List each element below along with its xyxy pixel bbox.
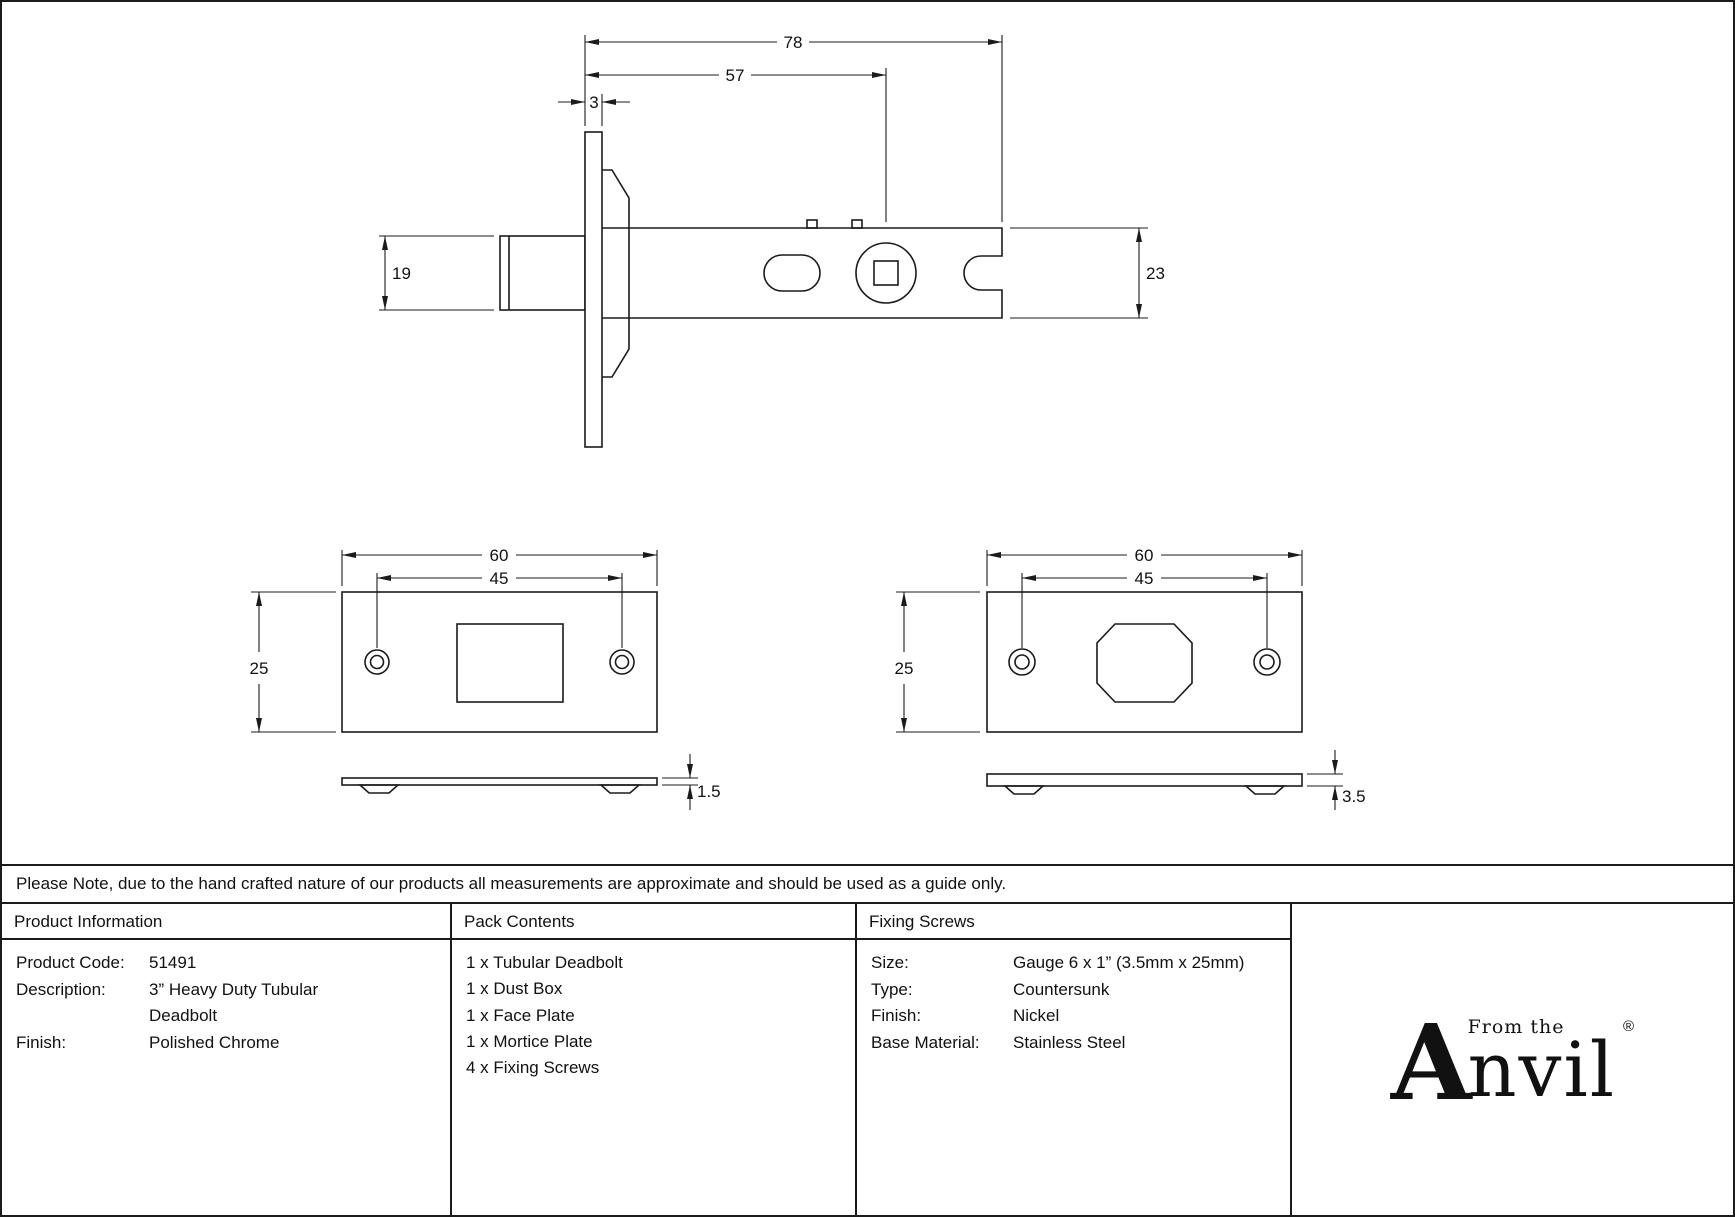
description-row-continued: Deadbolt	[16, 1003, 436, 1030]
dim-faceplate-thickness: 3	[589, 93, 598, 112]
measurement-disclaimer-bar: Please Note, due to the hand crafted nat…	[2, 864, 1733, 902]
logo-text-stack: From the nvil	[1467, 1016, 1617, 1115]
face-plate-screw-hole-left	[364, 649, 390, 675]
dim-case-height: 23	[1146, 264, 1165, 283]
mortice-plate-opening	[1096, 623, 1193, 703]
pack-item: 1 x Tubular Deadbolt	[466, 953, 623, 972]
screw-size-row: Size: Gauge 6 x 1” (3.5mm x 25mm)	[871, 950, 1276, 977]
description-value-line1: 3” Heavy Duty Tubular	[149, 979, 319, 999]
screw-finish-row: Finish: Nickel	[871, 1003, 1276, 1030]
mortice-plate-outline	[986, 591, 1303, 733]
bolt-shape	[499, 235, 586, 311]
obround-slot	[763, 254, 821, 292]
logo-wordmark: nvil	[1467, 1025, 1617, 1115]
product-information-body: Product Code: 51491 Description: 3” Heav…	[2, 940, 450, 1066]
mortice-plate-profile-bar	[986, 773, 1303, 787]
case-tab-left	[806, 219, 818, 229]
latch-case-outline	[602, 227, 1003, 319]
dim-mortice-plate-height: 25	[895, 659, 914, 678]
screw-type-label: Type:	[871, 979, 913, 999]
product-information-header: Product Information	[2, 904, 450, 940]
product-code-label: Product Code:	[16, 953, 125, 972]
fixing-screws-body: Size: Gauge 6 x 1” (3.5mm x 25mm) Type: …	[857, 940, 1290, 1066]
face-plate-bolt-opening	[456, 623, 564, 703]
product-information-section: Product Information Product Code: 51491 …	[2, 904, 450, 1215]
pack-item: 1 x Mortice Plate	[466, 1031, 593, 1051]
face-plate-dimensions: 60 45 25	[250, 546, 658, 733]
pack-item: 1 x Dust Box	[466, 979, 563, 999]
mortice-plate-dimensions: 60 45 25	[895, 546, 1303, 733]
mortice-plate-screw-hole-right	[1253, 648, 1281, 676]
screw-finish-value: Nickel	[1013, 1006, 1060, 1025]
screw-size-value: Gauge 6 x 1” (3.5mm x 25mm)	[1013, 953, 1245, 972]
face-plate-screw-hole-right	[609, 649, 635, 675]
pack-item: 4 x Fixing Screws	[466, 1058, 600, 1078]
face-plate-profile-bar	[341, 777, 658, 786]
finish-row: Finish: Polished Chrome	[16, 1030, 436, 1057]
measurement-disclaimer-text: Please Note, due to the hand crafted nat…	[16, 874, 1007, 893]
dim-face-plate-height: 25	[250, 659, 269, 678]
from-the-anvil-logo: A From the nvil ®	[1390, 1001, 1635, 1125]
dim-face-plate-thickness: 1.5	[697, 782, 721, 801]
screw-material-row: Base Material: Stainless Steel	[871, 1030, 1276, 1057]
pack-contents-header: Pack Contents	[452, 904, 855, 940]
dim-face-plate-hole-centers: 45	[490, 569, 509, 588]
technical-drawings-svg: 78 57 3 19 23	[250, 33, 1366, 810]
mortice-plate-side-profile: 3.5	[986, 750, 1366, 810]
finish-label: Finish:	[16, 1032, 67, 1052]
spindle-follower-circle	[855, 242, 917, 304]
dim-total-length: 78	[784, 33, 803, 52]
pack-item: 1 x Face Plate	[466, 1005, 575, 1025]
mortice-plate-front-view	[986, 591, 1303, 733]
anvil-logo-letter-a: A	[1390, 1001, 1472, 1125]
pack-contents-body: 1 x Tubular Deadbolt 1 x Dust Box 1 x Fa…	[452, 940, 855, 1091]
mortice-plate-screw-hole-left	[1008, 648, 1036, 676]
screw-material-value: Stainless Steel	[1013, 1032, 1126, 1052]
dust-box-flange	[602, 169, 630, 378]
screw-finish-label: Finish:	[871, 1006, 922, 1025]
dim-mortice-plate-width: 60	[1135, 546, 1154, 565]
pack-contents-section: Pack Contents 1 x Tubular Deadbolt 1 x D…	[450, 904, 855, 1215]
face-plate-outline	[341, 591, 658, 733]
case-tab-right	[851, 219, 863, 229]
technical-drawing-area: 78 57 3 19 23	[2, 2, 1733, 864]
product-info-table: Product Information Product Code: 51491 …	[2, 902, 1733, 1215]
finish-value: Polished Chrome	[149, 1032, 280, 1052]
fixing-screws-section: Fixing Screws Size: Gauge 6 x 1” (3.5mm …	[855, 904, 1290, 1215]
registered-trademark-symbol: ®	[1623, 1018, 1635, 1036]
side-view-dimensions: 78 57 3 19 23	[379, 33, 1165, 319]
product-code-row: Product Code: 51491	[16, 950, 436, 977]
screw-size-label: Size:	[871, 953, 909, 972]
logo-tagline: From the	[1467, 1016, 1565, 1039]
screw-material-label: Base Material:	[871, 1032, 980, 1052]
face-plate-edge	[584, 131, 603, 448]
dim-backset: 57	[726, 66, 745, 85]
description-row: Description: 3” Heavy Duty Tubular	[16, 977, 436, 1004]
dim-mortice-plate-thickness: 3.5	[1342, 787, 1366, 806]
product-code-value: 51491	[149, 953, 197, 972]
face-plate-front-view	[341, 591, 658, 733]
dim-mortice-plate-hole-centers: 45	[1135, 569, 1154, 588]
dim-bolt-diameter: 19	[392, 264, 411, 283]
brand-logo-section: A From the nvil ®	[1290, 904, 1733, 1215]
spindle-square-hole	[873, 260, 899, 286]
screw-type-row: Type: Countersunk	[871, 977, 1276, 1004]
deadbolt-side-view	[499, 131, 1003, 448]
description-label: Description:	[16, 979, 106, 999]
face-plate-side-profile: 1.5	[341, 754, 721, 810]
dim-face-plate-width: 60	[490, 546, 509, 565]
description-value-line2: Deadbolt	[149, 1006, 218, 1025]
fixing-screws-header: Fixing Screws	[857, 904, 1290, 940]
screw-type-value: Countersunk	[1013, 979, 1110, 999]
